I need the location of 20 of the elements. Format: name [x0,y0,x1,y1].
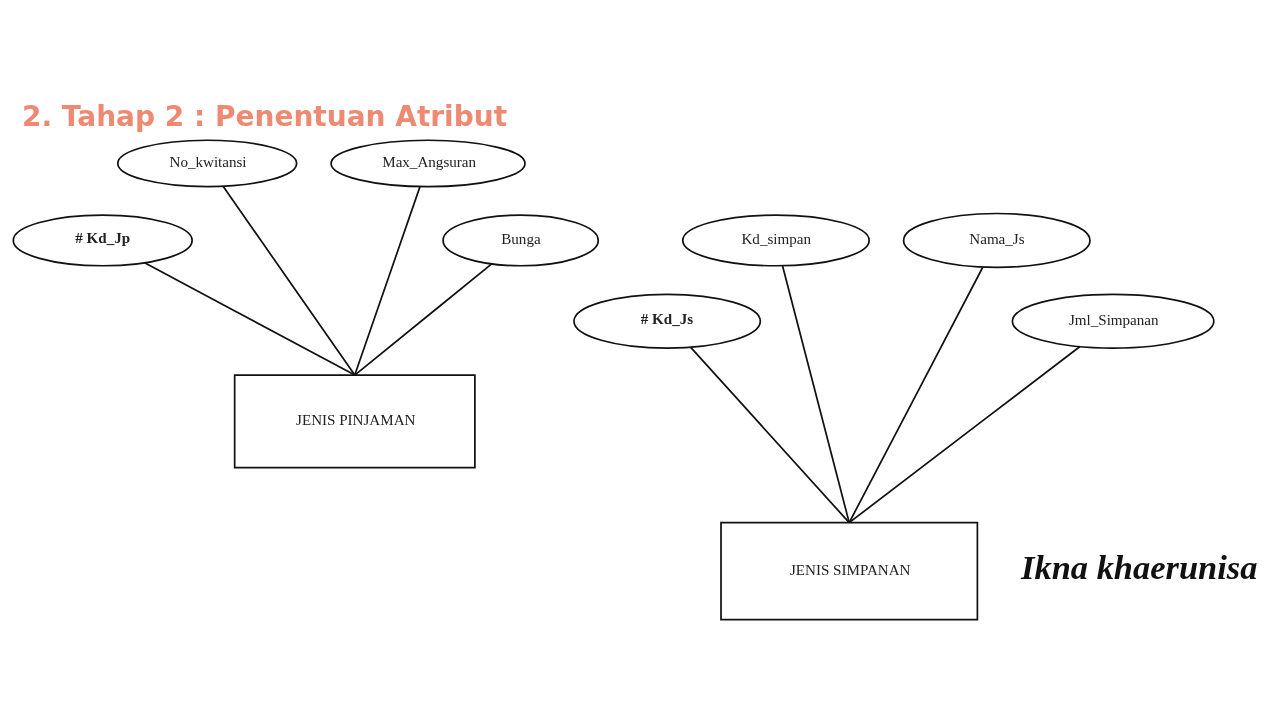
node-ellipse: No_kwitansi [116,139,297,188]
node-ellipse: Kd_simpan [681,214,870,267]
node-ellipse: Nama_Js [902,212,1091,269]
diagram-title: 2. Tahap 2 : Penentuan Atribut [21,100,507,134]
node-ellipse: Jml_Simpanan [1011,293,1215,349]
connector [353,186,421,376]
connector [781,265,850,524]
connector [143,261,356,376]
node-box: JENIS SIMPANAN [719,521,978,621]
connector [847,345,1081,524]
node-ellipse: # Kd_Jp [11,214,193,267]
node-box: JENIS PINJAMAN [233,374,476,469]
node-ellipse: # Kd_Js [572,293,761,349]
node-ellipse: Max_Angsuran [329,139,526,188]
connector [689,346,850,524]
label: Ikna khaerunisa [1020,547,1257,586]
node-ellipse: Bunga [441,214,599,267]
connector [353,263,492,376]
connector [847,266,983,524]
connector [221,185,356,376]
